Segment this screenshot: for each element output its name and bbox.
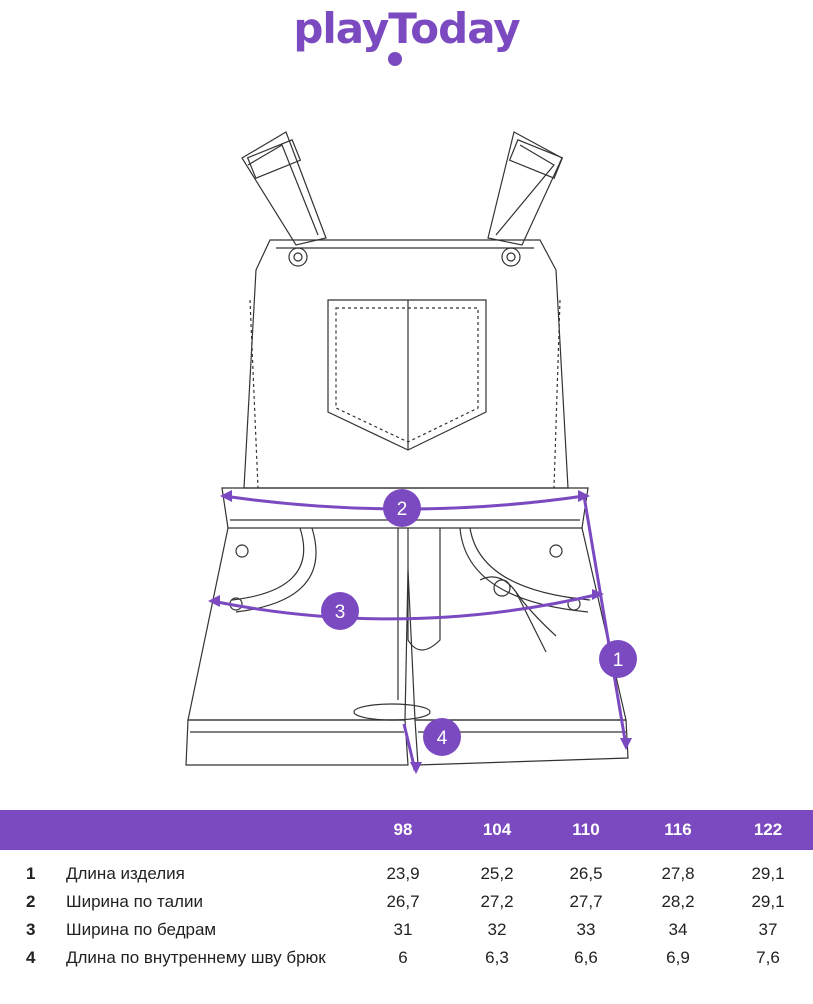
row-label: Ширина по бедрам (66, 920, 217, 939)
size-header: 98 (393, 820, 413, 839)
cell-value: 27,2 (480, 892, 514, 911)
marker-2: 2 (397, 499, 408, 520)
cell-value: 6 (398, 948, 408, 967)
cell-value: 6,3 (485, 948, 509, 967)
cell-value: 27,7 (569, 892, 603, 911)
cell-value: 28,2 (661, 892, 695, 911)
cell-value: 23,9 (386, 864, 420, 883)
row-number: 2 (26, 892, 36, 911)
row-label: Ширина по талии (66, 892, 203, 911)
table-row: 3 Ширина по бедрам 31 32 33 34 37 (0, 916, 813, 944)
row-number: 3 (26, 920, 36, 939)
overalls-diagram: 2 3 1 4 (185, 131, 637, 774)
table-row: 4 Длина по внутреннему шву брюк 6 6,3 6,… (0, 944, 813, 1004)
cell-value: 7,6 (756, 948, 780, 967)
row-number: 1 (26, 864, 36, 883)
marker-4: 4 (437, 728, 448, 749)
cell-value: 25,2 (480, 864, 514, 883)
cell-value: 26,7 (386, 892, 420, 911)
marker-3: 3 (335, 602, 346, 623)
size-header: 104 (482, 820, 512, 839)
cell-value: 26,5 (569, 864, 603, 883)
row-label: Длина по внутреннему шву брюк (66, 948, 326, 967)
table-row: 1 Длина изделия 23,9 25,2 26,5 27,8 29,1 (0, 860, 813, 888)
size-header: 122 (753, 820, 783, 839)
brand-logo: playToday (0, 4, 813, 53)
cell-value: 29,1 (751, 892, 785, 911)
row-number: 4 (26, 948, 36, 967)
row-label: Длина изделия (66, 864, 185, 883)
brand-logo-text: playToday (293, 4, 520, 53)
measure-markers: 2 3 1 4 (321, 489, 637, 756)
cell-value: 6,9 (666, 948, 690, 967)
size-header: 116 (664, 820, 692, 839)
measure-lines (211, 494, 628, 771)
size-table-header: 98 104 110 116 122 (0, 810, 813, 850)
marker-1: 1 (613, 650, 624, 671)
cell-value: 37 (758, 920, 778, 939)
measure-arrowheads (208, 490, 632, 774)
cell-value: 31 (393, 920, 413, 939)
cell-value: 32 (487, 920, 507, 939)
cell-value: 6,6 (574, 948, 598, 967)
cell-value: 33 (576, 920, 596, 939)
cell-value: 34 (668, 920, 688, 939)
size-header: 110 (572, 820, 600, 839)
cell-value: 29,1 (751, 864, 785, 883)
size-table: 98 104 110 116 122 1 Длина изделия 23,9 … (0, 810, 813, 1004)
brand-logo-dot (388, 52, 402, 66)
overalls-drawing (185, 131, 629, 766)
cell-value: 27,8 (661, 864, 695, 883)
table-row: 2 Ширина по талии 26,7 27,2 27,7 28,2 29… (0, 888, 813, 916)
